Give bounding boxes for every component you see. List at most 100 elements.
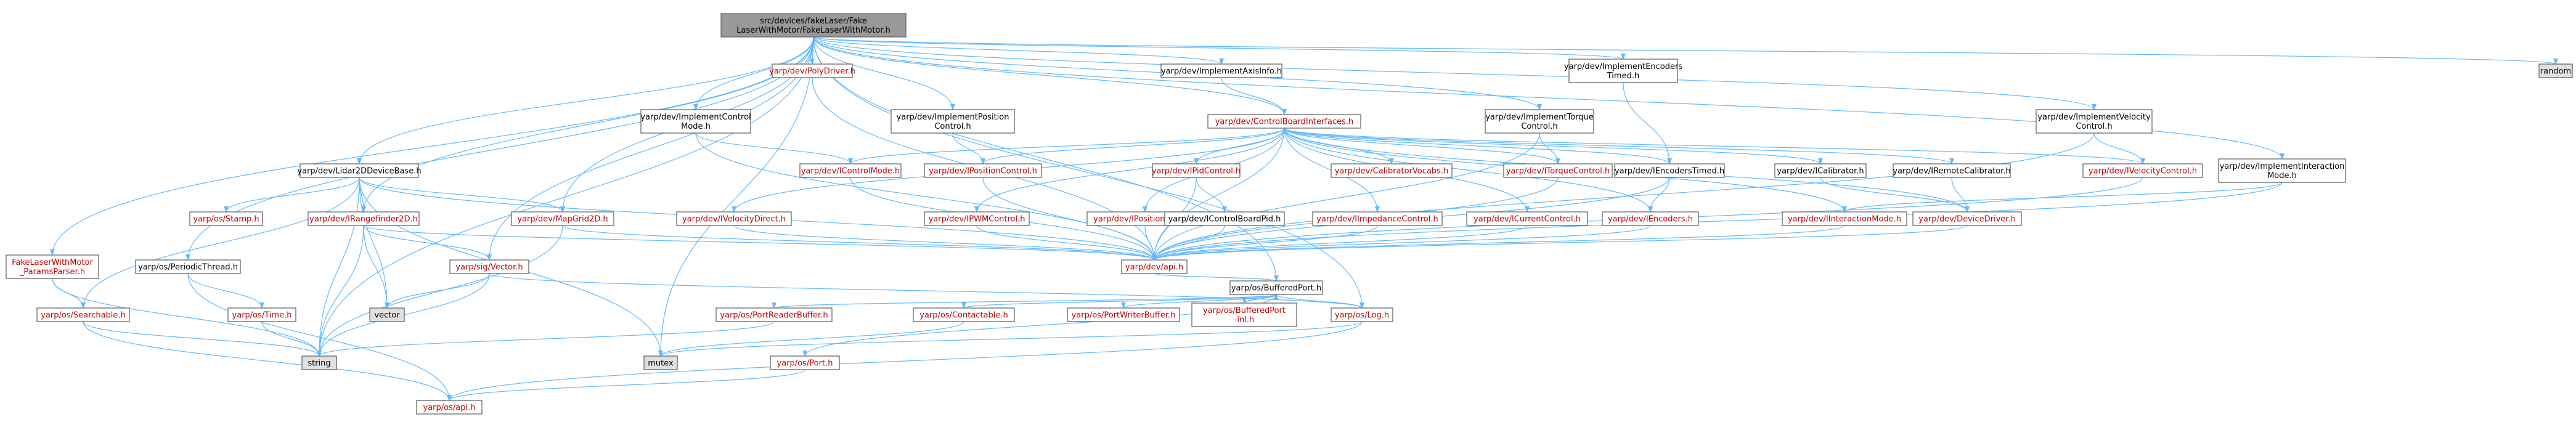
node-searchable[interactable]: yarp/os/Searchable.h: [36, 307, 130, 322]
node-iremotecal: yarp/dev/IRemoteCalibrator.h: [1893, 163, 2011, 178]
node-label: yarp/dev/IControlMode.h: [801, 167, 900, 176]
edge-implinter-to-devapi: [1152, 182, 2283, 261]
node-osapi[interactable]: yarp/os/api.h: [416, 400, 483, 415]
node-label: yarp/dev/ImplementEncoders: [1564, 62, 1682, 71]
node-label: yarp/dev/ImplementTorque: [1485, 113, 1594, 122]
edge-cbi-to-devapi: [1152, 128, 1285, 261]
node-devapi[interactable]: yarp/dev/api.h: [1121, 259, 1188, 274]
node-box: [1229, 280, 1323, 295]
node-iinteraction[interactable]: yarp/dev/IInteractionMode.h: [1782, 211, 1907, 226]
node-label: -inl.h: [1234, 315, 1255, 325]
node-label: yarp/dev/IPositionControl.h: [929, 167, 1037, 176]
header-nodes: src/devices/fakeLaser/FakeLaserWithMotor…: [6, 13, 2573, 415]
node-log[interactable]: yarp/os/Log.h: [1331, 307, 1393, 322]
node-label: yarp/dev/IControlBoardPid.h: [1168, 215, 1281, 224]
node-box: [640, 109, 751, 134]
node-box: [135, 259, 241, 274]
node-box: [2036, 109, 2153, 134]
node-stamp[interactable]: yarp/os/Stamp.h: [189, 211, 263, 226]
node-contactable[interactable]: yarp/os/Contactable.h: [913, 307, 1015, 322]
edge-lidar-to-mapgrid: [359, 177, 565, 213]
node-box: [1164, 211, 1285, 226]
node-label: yarp/dev/CalibratorVocabs.h: [1335, 167, 1449, 176]
edge-implenc-to-iencodertimed: [1623, 82, 1672, 164]
node-box: [891, 109, 1015, 134]
node-label: _ParamsParser.h: [19, 267, 85, 277]
node-iimpedance[interactable]: yarp/dev/IImpedanceControl.h: [1312, 211, 1443, 226]
edge-devapi-to-bufport: [1154, 273, 1279, 282]
edge-iremotecal-to-devicedriver: [1951, 177, 1970, 213]
edge-contactable-to-mutex: [658, 321, 964, 357]
edge-lidar-to-searchable: [81, 177, 360, 309]
node-portreader[interactable]: yarp/os/PortReaderBuffer.h: [715, 307, 833, 322]
node-box: [1782, 211, 1907, 226]
node-icontrolmode[interactable]: yarp/dev/IControlMode.h: [799, 163, 902, 178]
node-box: [772, 63, 853, 78]
node-icurrent[interactable]: yarp/dev/ICurrentControl.h: [1466, 211, 1588, 226]
node-implaxis: yarp/dev/ImplementAxisInfo.h: [1160, 63, 1282, 78]
edge-iinteraction-to-devapi: [1152, 225, 1845, 261]
edge-cbi-to-ivelctrl: [1284, 128, 2145, 164]
node-time[interactable]: yarp/os/Time.h: [227, 307, 296, 322]
node-label: string: [308, 359, 330, 368]
edge-irange-to-devapi: [363, 225, 1157, 261]
node-box: [6, 254, 99, 279]
node-random: random: [2538, 63, 2573, 78]
edge-root-to-sigvector: [487, 36, 814, 261]
node-label: Control.h: [1521, 122, 1557, 131]
node-ivelctrl[interactable]: yarp/dev/IVelocityControl.h: [2082, 163, 2203, 178]
node-label: yarp/dev/ITorqueControl.h: [1506, 167, 1610, 176]
edge-cbi-to-icontrolmode: [848, 128, 1285, 164]
node-iposctrl[interactable]: yarp/dev/IPositionControl.h: [924, 163, 1042, 178]
edge-sigvector-to-log: [489, 273, 1364, 309]
edge-portreader-to-string: [317, 321, 775, 357]
edge-root-to-implaxis: [813, 36, 1224, 65]
node-ipid[interactable]: yarp/dev/IPidControl.h: [1152, 163, 1241, 178]
node-sigvector[interactable]: yarp/sig/Vector.h: [449, 259, 529, 274]
node-cbi[interactable]: yarp/dev/ControlBoardInterfaces.h: [1207, 114, 1361, 129]
node-fakeparams[interactable]: FakeLaserWithMotor_ParamsParser.h: [6, 254, 99, 279]
node-label: src/devices/fakeLaser/Fake: [760, 17, 867, 26]
node-polydriver[interactable]: yarp/dev/PolyDriver.h: [769, 63, 855, 78]
node-box: [1191, 302, 1297, 327]
node-label: random: [2540, 67, 2571, 76]
node-port[interactable]: yarp/os/Port.h: [770, 355, 840, 370]
node-ipwm[interactable]: yarp/dev/IPWMControl.h: [924, 211, 1030, 226]
node-label: yarp/dev/IEncodersTimed.h: [1615, 167, 1724, 176]
node-label: mutex: [648, 359, 674, 368]
edge-iimpedance-to-devapi: [1152, 225, 1378, 261]
edge-searchable-to-osapi: [83, 321, 452, 401]
node-portwriter[interactable]: yarp/os/PortWriterBuffer.h: [1067, 307, 1180, 322]
node-label: yarp/os/BufferedPort.h: [1231, 284, 1321, 293]
edge-icalibrator-to-devicedriver: [1820, 177, 1970, 213]
node-ivelocitydirect[interactable]: yarp/dev/IVelocityDirect.h: [676, 211, 792, 226]
edge-root-to-cbi: [813, 36, 1287, 115]
edge-iencodertimed-to-iencoders: [1648, 177, 1670, 213]
edge-root-to-implenc: [813, 36, 1626, 60]
node-label: yarp/dev/ICurrentControl.h: [1473, 215, 1581, 224]
node-vector: vector: [369, 307, 405, 322]
node-itorque[interactable]: yarp/dev/ITorqueControl.h: [1503, 163, 1613, 178]
edge-cbi-to-iencoders: [1284, 128, 1653, 213]
node-bufportinl[interactable]: yarp/os/BufferedPort-inl.h: [1191, 302, 1297, 327]
node-box: [1602, 211, 1699, 226]
node-label: yarp/os/Log.h: [1335, 311, 1389, 320]
edge-cbi-to-iposctrl: [980, 128, 1285, 164]
node-mapgrid[interactable]: yarp/dev/MapGrid2D.h: [511, 211, 614, 226]
edge-mapgrid-to-devapi: [562, 225, 1157, 261]
node-label: yarp/dev/MapGrid2D.h: [517, 215, 608, 224]
node-box: [1568, 59, 1678, 83]
node-irange[interactable]: yarp/dev/IRangefinder2D.h: [308, 211, 420, 226]
node-bufport: yarp/os/BufferedPort.h: [1229, 280, 1323, 295]
node-iencoders[interactable]: yarp/dev/IEncoders.h: [1602, 211, 1699, 226]
edge-periodic-to-osapi: [187, 273, 452, 401]
edge-ipwm-to-devapi: [976, 225, 1157, 261]
edge-icbpid-to-devapi: [1152, 225, 1225, 261]
node-label: yarp/os/PeriodicThread.h: [138, 263, 238, 272]
node-devicedriver[interactable]: yarp/dev/DeviceDriver.h: [1912, 211, 2022, 226]
node-label: yarp/os/PortReaderBuffer.h: [720, 311, 828, 320]
node-calvocabs[interactable]: yarp/dev/CalibratorVocabs.h: [1331, 163, 1453, 178]
edge-impltorque-to-itorque: [1539, 132, 1560, 164]
